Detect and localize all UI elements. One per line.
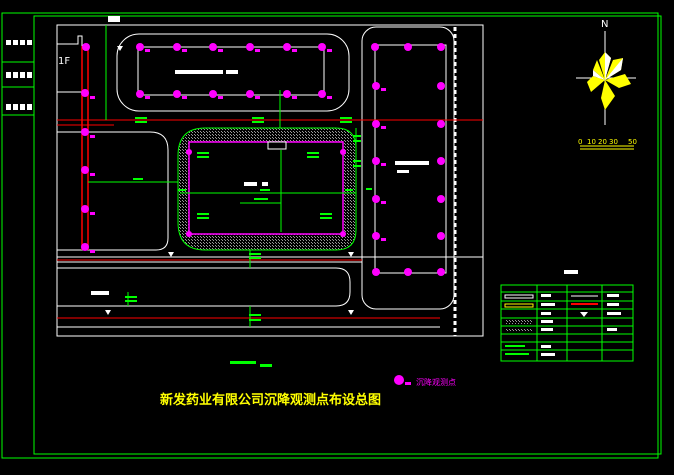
left-strip-blocks — [2, 40, 34, 116]
red-road-lines — [57, 46, 483, 319]
scale-bar: 0 10 20 30 50 — [578, 138, 637, 150]
scale-label-20: 20 — [598, 138, 607, 146]
scale-label-30: 30 — [609, 138, 618, 146]
scale-label-10: 10 — [587, 138, 596, 146]
legend-table — [500, 270, 634, 362]
central-building — [88, 127, 357, 251]
dimension-lines — [105, 25, 357, 327]
scale-label-50: 50 — [628, 138, 637, 146]
scale-label-0: 0 — [578, 138, 582, 146]
east-building-block — [361, 26, 457, 336]
legend-marker-icon — [394, 375, 404, 385]
settlement-points — [81, 43, 445, 276]
dimension-annotations — [125, 117, 372, 321]
west-blocks — [57, 131, 483, 328]
settlement-point-icon — [81, 43, 445, 276]
legend-marker-label: 沉降观测点 — [416, 377, 456, 387]
building-label: 1F — [58, 56, 70, 67]
drawing-title: 新发药业有限公司沉降观测点布设总图 — [160, 392, 381, 408]
site-boundary — [56, 24, 484, 337]
compass-letter: N — [601, 19, 608, 30]
north-building-block — [116, 33, 350, 112]
north-arrow-icon: N — [576, 19, 636, 125]
existing-building-1f: 1F — [57, 35, 83, 93]
footer-annotations: 沉降观测点 新发药业有限公司沉降观测点布设总图 — [160, 361, 456, 408]
road-direction-marks — [105, 46, 354, 315]
drawing-frame — [1, 12, 662, 459]
